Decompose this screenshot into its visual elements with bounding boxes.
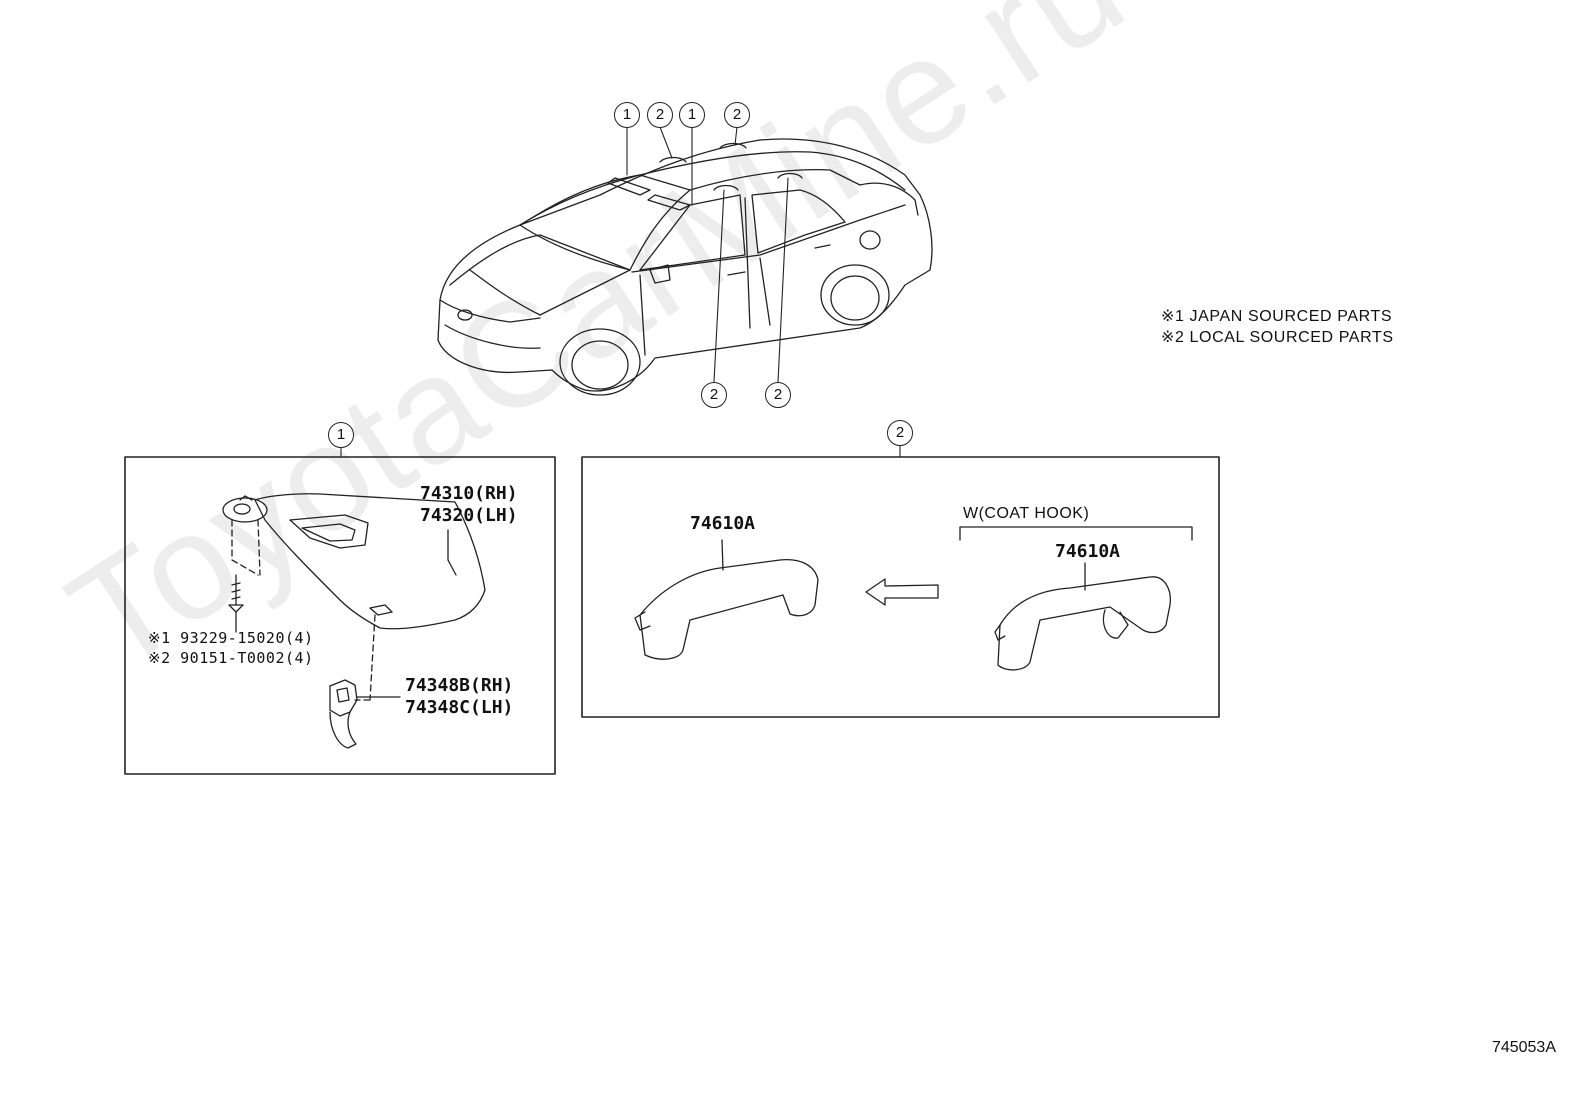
callout-2-grip-front: 2 [647,102,673,128]
part-74610a-coat-hook: 74610A [1055,541,1121,562]
callout-2-grip-rear-door: 2 [765,382,791,408]
callout-1-visor-left: 1 [614,102,640,128]
panel-1-callout: 1 [328,422,354,448]
part-74348b-rh: 74348B(RH) [405,675,514,696]
assist-grip-with-hook-drawing [994,562,1171,671]
part-74320-lh: 74320(LH) [420,505,518,526]
part-74348c-lh: 74348C(LH) [405,697,514,718]
callout-1-visor-right: 1 [679,102,705,128]
coat-hook-bracket [959,526,1193,541]
car-leader-lines [626,126,789,383]
direction-arrow [865,578,939,606]
assist-grip-drawing [634,539,819,660]
variant-coat-hook-label: W(COAT HOOK) [963,505,1090,522]
document-number: 745053A [1491,1039,1556,1056]
sun-visor-drawing [222,493,486,749]
panel-2-callout: 2 [887,420,913,446]
car-illustration [437,138,933,396]
callout-2-grip-rear-roof: 2 [724,102,750,128]
panel-1-frame [124,456,556,775]
callout-2-grip-front-door: 2 [701,382,727,408]
legend-local-sourced: ※2 LOCAL SOURCED PARTS [1161,329,1394,346]
legend-japan-sourced: ※1 JAPAN SOURCED PARTS [1161,308,1393,325]
screw-part-japan: ※1 93229-15020(4) [148,629,314,647]
part-74310-rh: 74310(RH) [420,483,518,504]
part-74610a: 74610A [690,513,756,534]
panel-2-frame [581,456,1220,718]
screw-part-local: ※2 90151-T0002(4) [148,649,314,667]
